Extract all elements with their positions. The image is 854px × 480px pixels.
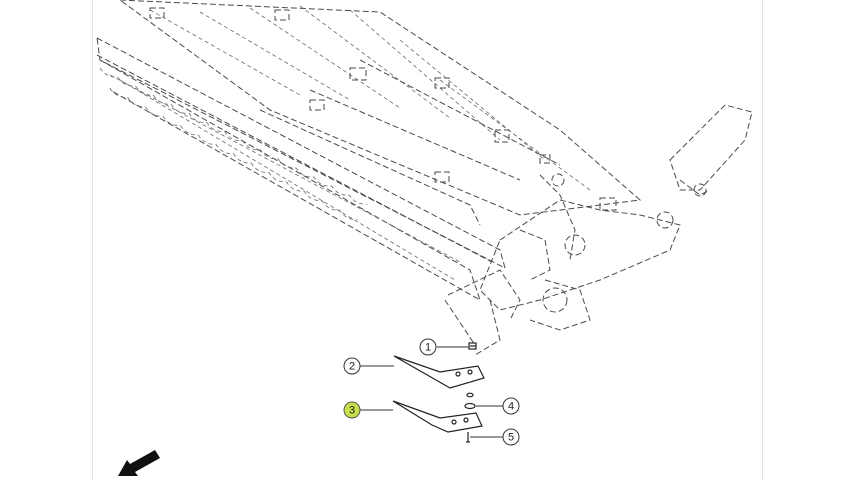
frame-right-edge [762, 0, 763, 480]
direction-arrow-icon [118, 450, 160, 476]
callout-circle [343, 357, 361, 375]
part-5-screw [466, 432, 470, 443]
callout-circle [343, 401, 361, 419]
part-3-lower-plate [392, 400, 483, 433]
leader-lines [360, 346, 503, 438]
callout-1[interactable]: 1 [419, 338, 437, 356]
callout-circle [502, 428, 520, 446]
callout-number: 2 [349, 361, 355, 373]
callout-4[interactable]: 4 [502, 397, 520, 415]
frame-left-edge [92, 0, 93, 480]
part-2-upper-plate [393, 355, 485, 389]
callout-group: 1 2 3 4 5 [343, 338, 520, 446]
callout-number: 3 [349, 405, 355, 417]
callout-5[interactable]: 5 [502, 428, 520, 446]
callout-3[interactable]: 3 [343, 401, 361, 419]
callout-number: 1 [425, 342, 431, 354]
machine-outline [96, 0, 753, 356]
callout-number: 4 [508, 401, 514, 413]
callout-number: 5 [508, 432, 514, 444]
part-4-washer [464, 392, 476, 410]
callout-circle [502, 397, 520, 415]
callout-2[interactable]: 2 [343, 357, 361, 375]
part-1-bolt [468, 342, 477, 350]
callout-circle [419, 338, 437, 356]
